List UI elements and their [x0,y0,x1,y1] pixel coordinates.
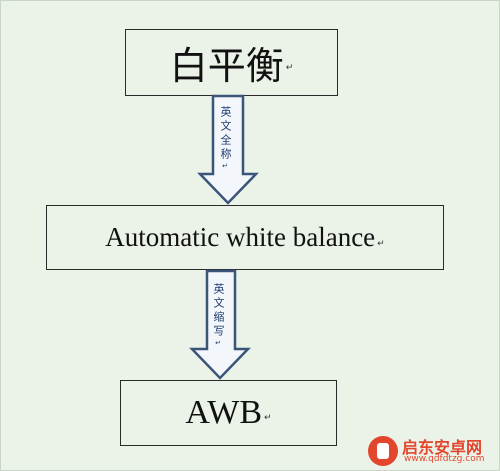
edge-label-abbreviation: 英文缩写↵ [212,283,225,347]
arrow-down-icon [189,269,251,380]
node-label: AWB [185,394,263,431]
edge-label-full-name: 英文全称↵ [219,106,232,170]
paragraph-mark-icon: ↵ [214,339,222,347]
watermark-logo-icon [368,436,398,466]
watermark-url: www.qdfdtzg.com [404,454,485,464]
watermark: 启东安卓网 www.qdfdtzg.com [368,432,498,468]
node-label: Automatic white balance [105,222,376,252]
node-automatic-white-balance: Automatic white balance↵ [46,205,444,270]
paragraph-mark-icon: ↵ [377,239,385,249]
paragraph-mark-icon: ↵ [285,63,294,73]
watermark-title: 启东安卓网 [402,438,483,457]
paragraph-mark-icon: ↵ [221,162,229,170]
node-awb: AWB↵ [120,380,337,446]
paragraph-mark-icon: ↵ [264,413,272,423]
node-label: 白平衡 [169,44,284,88]
node-white-balance-chinese: 白平衡↵ [125,29,338,96]
arrow-down-icon [197,94,259,205]
